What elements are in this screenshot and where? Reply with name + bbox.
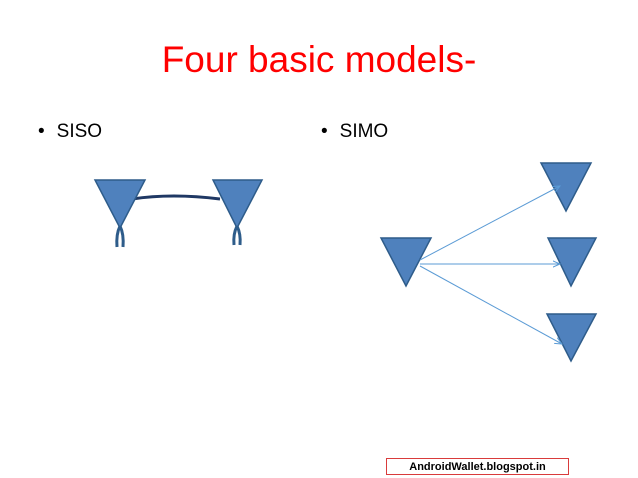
bullet-label-siso: SISO: [56, 121, 103, 142]
antenna-icon: [211, 179, 264, 246]
siso-link-line: [131, 194, 221, 201]
antenna-icon: [379, 237, 433, 288]
antenna-icon: [539, 162, 593, 213]
bullet-siso: • SISO: [38, 120, 102, 144]
arrow-icon: [419, 186, 560, 261]
antenna-icon: [545, 313, 598, 363]
siso-diagram: [93, 179, 264, 248]
bullet-label-simo: SIMO: [339, 121, 389, 142]
bullet-simo: • SIMO: [321, 120, 388, 144]
antenna-icon: [93, 179, 147, 248]
footer-watermark: AndroidWallet.blogspot.in: [386, 458, 569, 475]
arrow-icon: [419, 265, 562, 344]
antenna-icon: [546, 237, 598, 288]
bullet-dot: •: [38, 121, 45, 142]
simo-diagram: [379, 162, 598, 363]
bullet-dot: •: [321, 121, 328, 142]
slide-title: Four basic models-: [161, 39, 477, 80]
